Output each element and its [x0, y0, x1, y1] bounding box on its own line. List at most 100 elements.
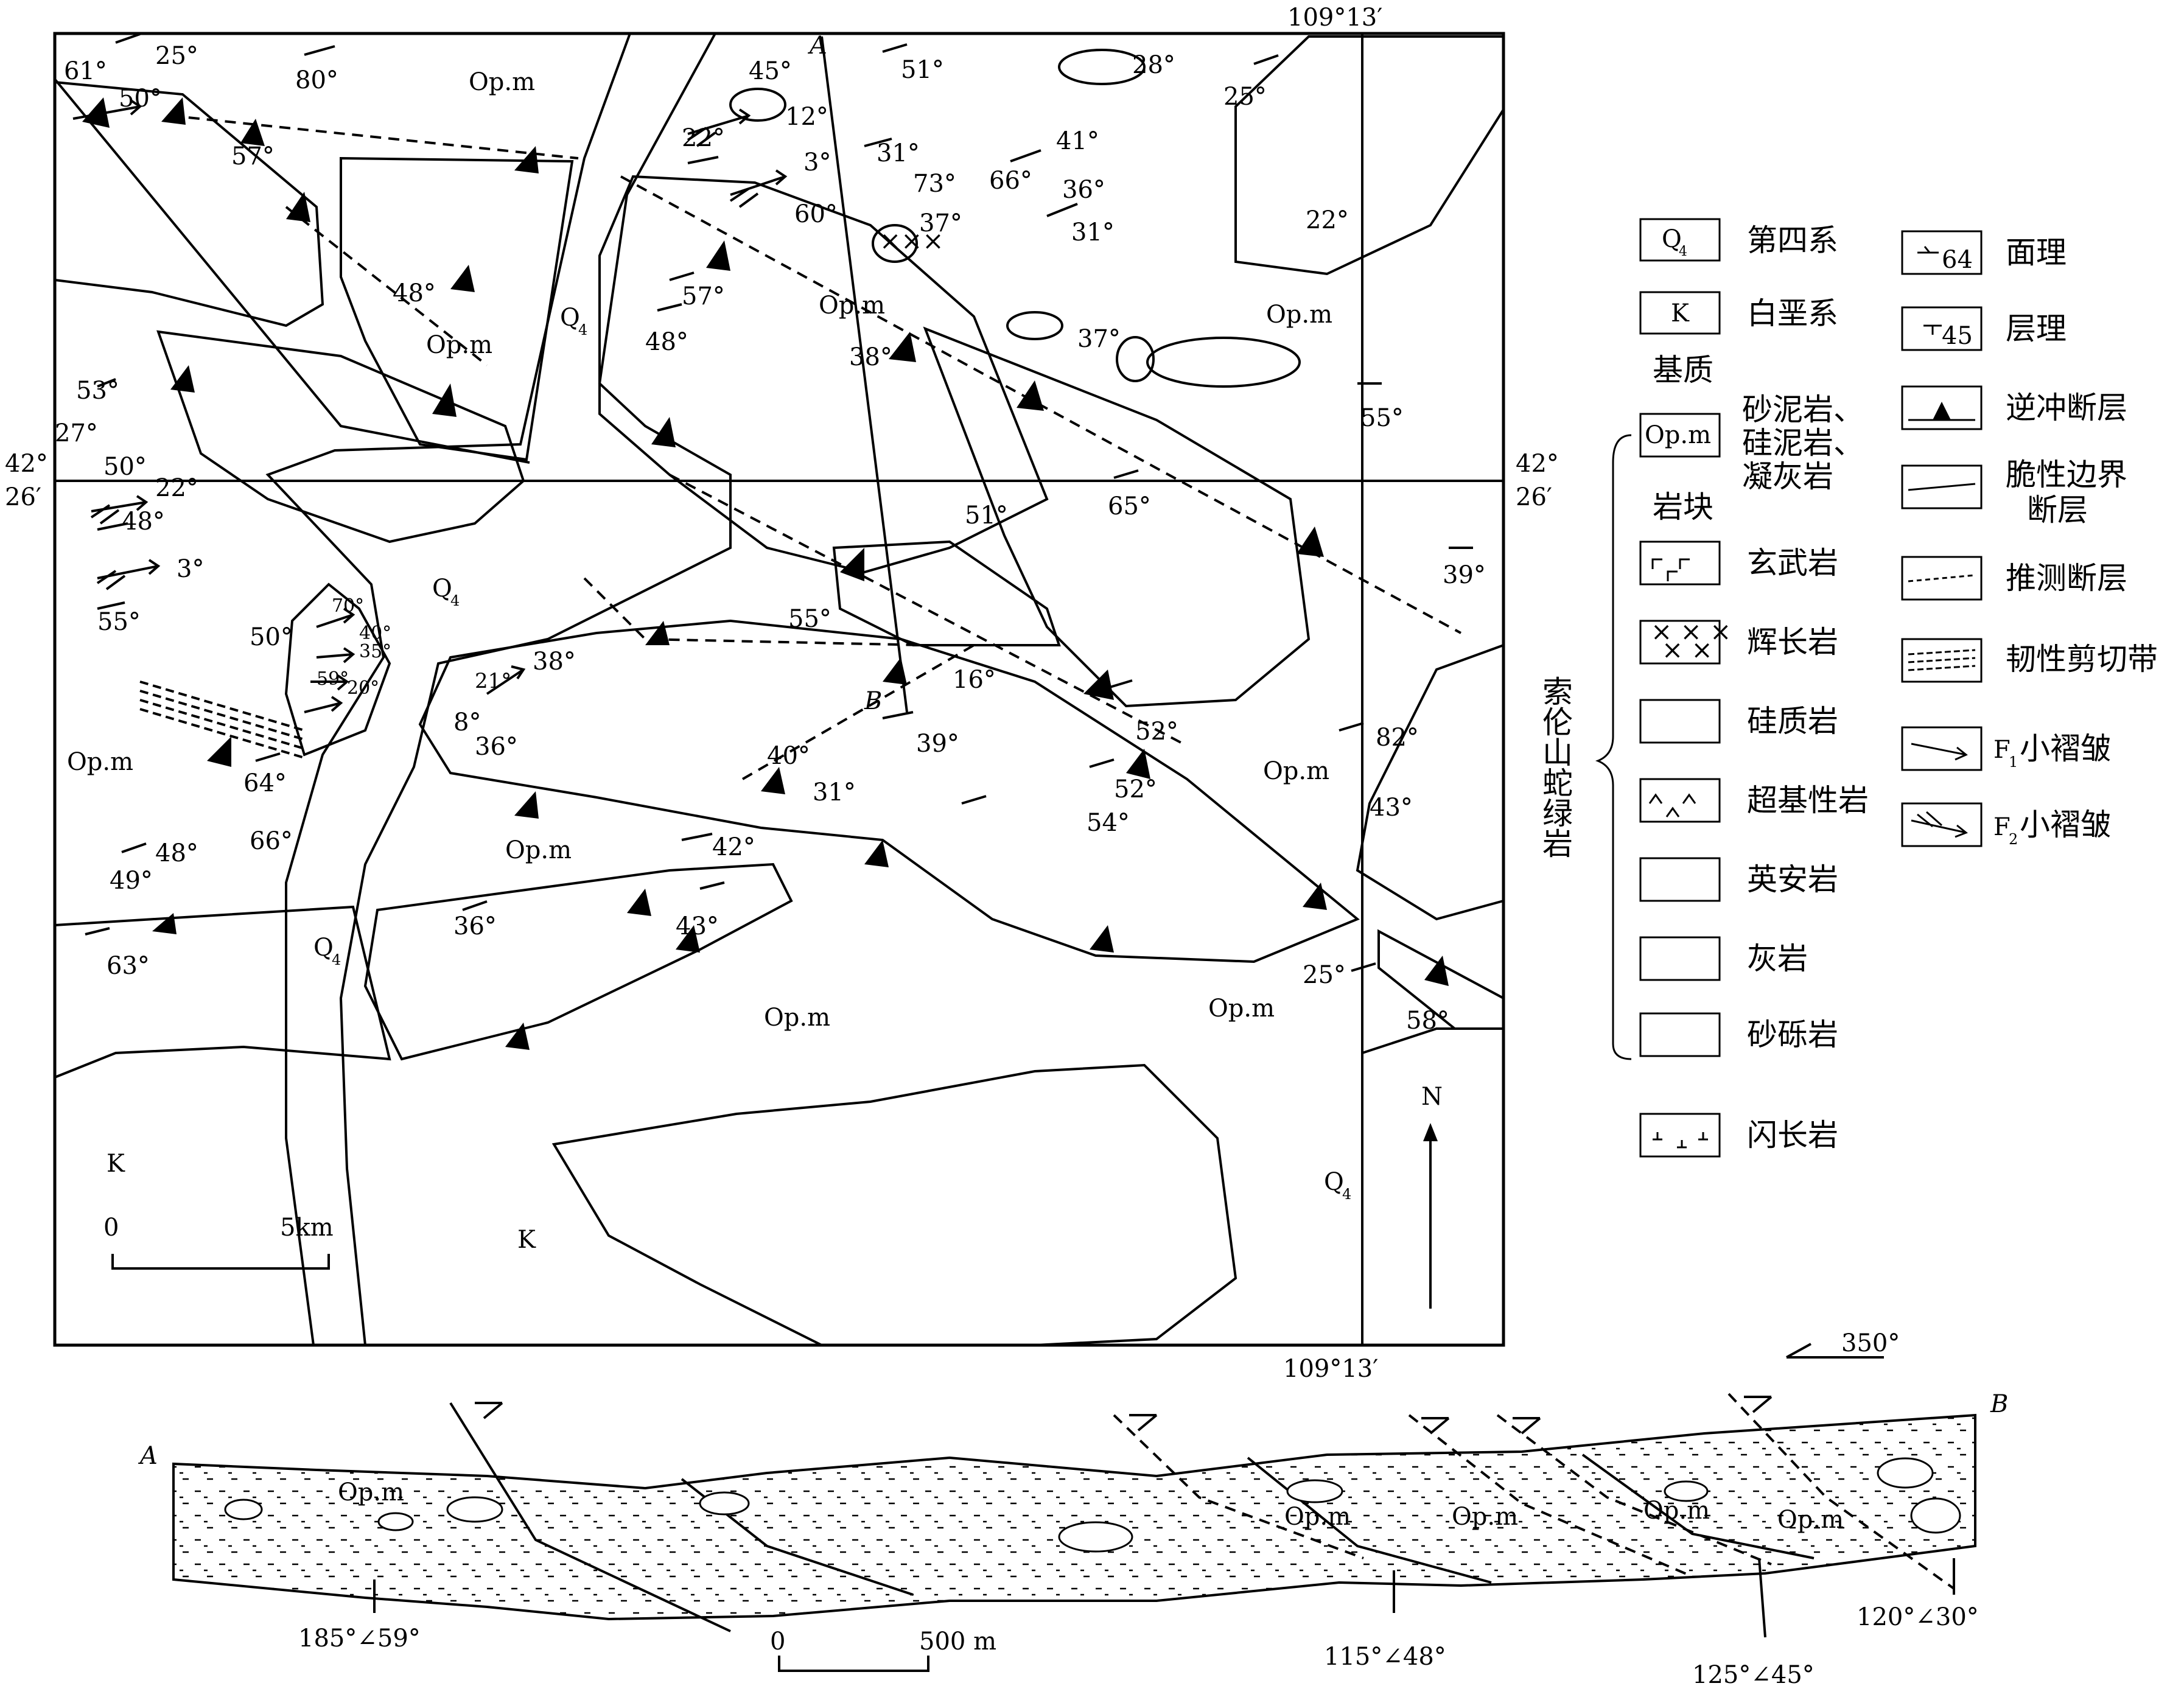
inferred-fault-nw: [170, 114, 579, 159]
diorite-body-south: [551, 1063, 1237, 1346]
svg-text:硅泥岩、: 硅泥岩、: [1742, 425, 1864, 461]
att-55c: 55°: [788, 605, 831, 633]
legend-k: 白垩系: [1747, 296, 1838, 331]
svg-text:×××: ×××: [880, 226, 944, 256]
att-37a: 37°: [919, 209, 962, 237]
svg-text:辉长岩: 辉长岩: [1747, 624, 1838, 660]
section-body: [172, 1413, 1976, 1621]
att-40b: 40°: [767, 742, 810, 770]
svg-text:1: 1: [2009, 754, 2018, 771]
att-28: 28°: [1132, 51, 1175, 79]
svg-text:Op.m: Op.m: [338, 1478, 404, 1506]
att-48a: 48°: [393, 279, 436, 307]
svg-text:砂泥岩、: 砂泥岩、: [1742, 392, 1864, 427]
svg-text:Op.m: Op.m: [1452, 1503, 1518, 1531]
att-55b: 55°: [97, 608, 141, 636]
legend: Q 4 第四系 K 白垩系 基质 Op.m 砂泥岩、 硅泥岩、 凝灰岩 岩块 玄…: [1538, 218, 2158, 1158]
lat-left-min: 26′: [5, 483, 41, 511]
inferred-fault-w: [285, 206, 488, 366]
att-70: 70°: [332, 595, 364, 617]
svg-text:0: 0: [103, 1214, 119, 1242]
att-36b: 36°: [475, 733, 518, 761]
att-73: 73°: [913, 170, 956, 198]
att-52a: 52°: [1135, 718, 1178, 746]
att-55a: 55°: [1360, 404, 1404, 432]
svg-text:0: 0: [770, 1628, 785, 1656]
thrust-fault-nw: [54, 78, 530, 464]
svg-text:4: 4: [450, 592, 460, 609]
svg-text:闪长岩: 闪长岩: [1747, 1118, 1838, 1153]
unit-q4-4: Q: [1324, 1168, 1344, 1196]
svg-text:脆性边界: 脆性边界: [2006, 457, 2127, 492]
svg-text:64: 64: [1942, 246, 1973, 274]
svg-text:灰岩: 灰岩: [1747, 941, 1808, 976]
svg-text:45: 45: [1942, 322, 1973, 350]
svg-text:F: F: [1993, 813, 2011, 841]
north-arrow: N: [1421, 1083, 1443, 1309]
att-40a: 40°: [359, 623, 391, 644]
svg-text:× ×: × ×: [1662, 635, 1713, 665]
basalt-body-central: [598, 175, 1049, 574]
inferred-fault-north: [620, 175, 1461, 634]
lens-silic-1: [1058, 49, 1146, 85]
legend-thrust: 逆冲断层: [2006, 390, 2127, 425]
map-scale: 0 5km: [103, 1214, 334, 1270]
inferred-fault-central: [669, 474, 1181, 744]
inferred-fault-sw: [741, 644, 975, 780]
legend-f1: 小褶皱: [2020, 731, 2111, 766]
svg-text:F: F: [1993, 736, 2011, 764]
lon-bottom-label: 109°13′: [1283, 1355, 1378, 1383]
att-43b: 43°: [676, 912, 719, 940]
lon-top-label: 109°13′: [1287, 4, 1382, 32]
fold-arrows: [72, 99, 788, 713]
lat-right-min: 26′: [1516, 483, 1552, 511]
svg-text:玄武岩: 玄武岩: [1747, 545, 1838, 581]
shear-zone: [139, 680, 305, 759]
section-att-2: 115°∠48°: [1324, 1643, 1446, 1671]
svg-text:4: 4: [578, 321, 587, 338]
svg-text:4: 4: [332, 951, 341, 968]
unit-q4-1: Q: [560, 304, 580, 332]
svg-text:索伦山蛇绿岩: 索伦山蛇绿岩: [1538, 676, 1573, 858]
unit-opm-1: Op.m: [469, 68, 535, 96]
lens-silic-3: [1116, 336, 1155, 382]
lens-nw-1: [729, 88, 786, 122]
att-31a: 31°: [877, 139, 920, 167]
basalt-body-w: [156, 330, 525, 544]
att-63: 63°: [107, 952, 150, 980]
att-60: 60°: [794, 200, 838, 228]
att-3b: 3°: [177, 555, 204, 583]
thrust-triangles: [82, 97, 1449, 1050]
att-61: 61°: [64, 57, 107, 85]
unit-opm-9: Op.m: [1208, 995, 1275, 1023]
svg-text:4: 4: [1342, 1186, 1351, 1203]
att-58: 58°: [1406, 1007, 1449, 1035]
basalt-body-nw: [54, 80, 324, 327]
legend-bedding: 层理: [2006, 311, 2067, 346]
lens-gabbro: [872, 224, 918, 263]
unit-opm-3: Op.m: [819, 292, 885, 320]
basalt-body-far-east: [1356, 643, 1505, 921]
section-point-b: B: [864, 687, 882, 715]
att-16: 16°: [953, 666, 996, 694]
svg-text:5km: 5km: [280, 1214, 334, 1242]
att-66a: 66°: [989, 167, 1032, 195]
att-22b: 22°: [1306, 206, 1349, 234]
att-25a: 25°: [155, 42, 198, 70]
att-31b: 31°: [1071, 219, 1115, 247]
svg-text:断层: 断层: [2027, 492, 2088, 528]
att-57b: 57°: [682, 282, 725, 310]
att-39a: 39°: [1443, 561, 1486, 589]
lens-silic-2: [1006, 311, 1063, 340]
svg-text:Op.m: Op.m: [1645, 421, 1711, 449]
svg-text:Q: Q: [1662, 225, 1682, 253]
att-50a: 50°: [119, 85, 162, 113]
att-48d: 48°: [155, 839, 198, 867]
att-66b: 66°: [250, 827, 293, 855]
att-50c: 50°: [250, 623, 293, 651]
section-line-ab: [821, 36, 908, 713]
att-48c: 48°: [122, 508, 165, 536]
section-att-1: 185°∠59°: [298, 1625, 421, 1653]
att-57a: 57°: [231, 142, 275, 170]
att-21: 21°: [475, 669, 511, 693]
